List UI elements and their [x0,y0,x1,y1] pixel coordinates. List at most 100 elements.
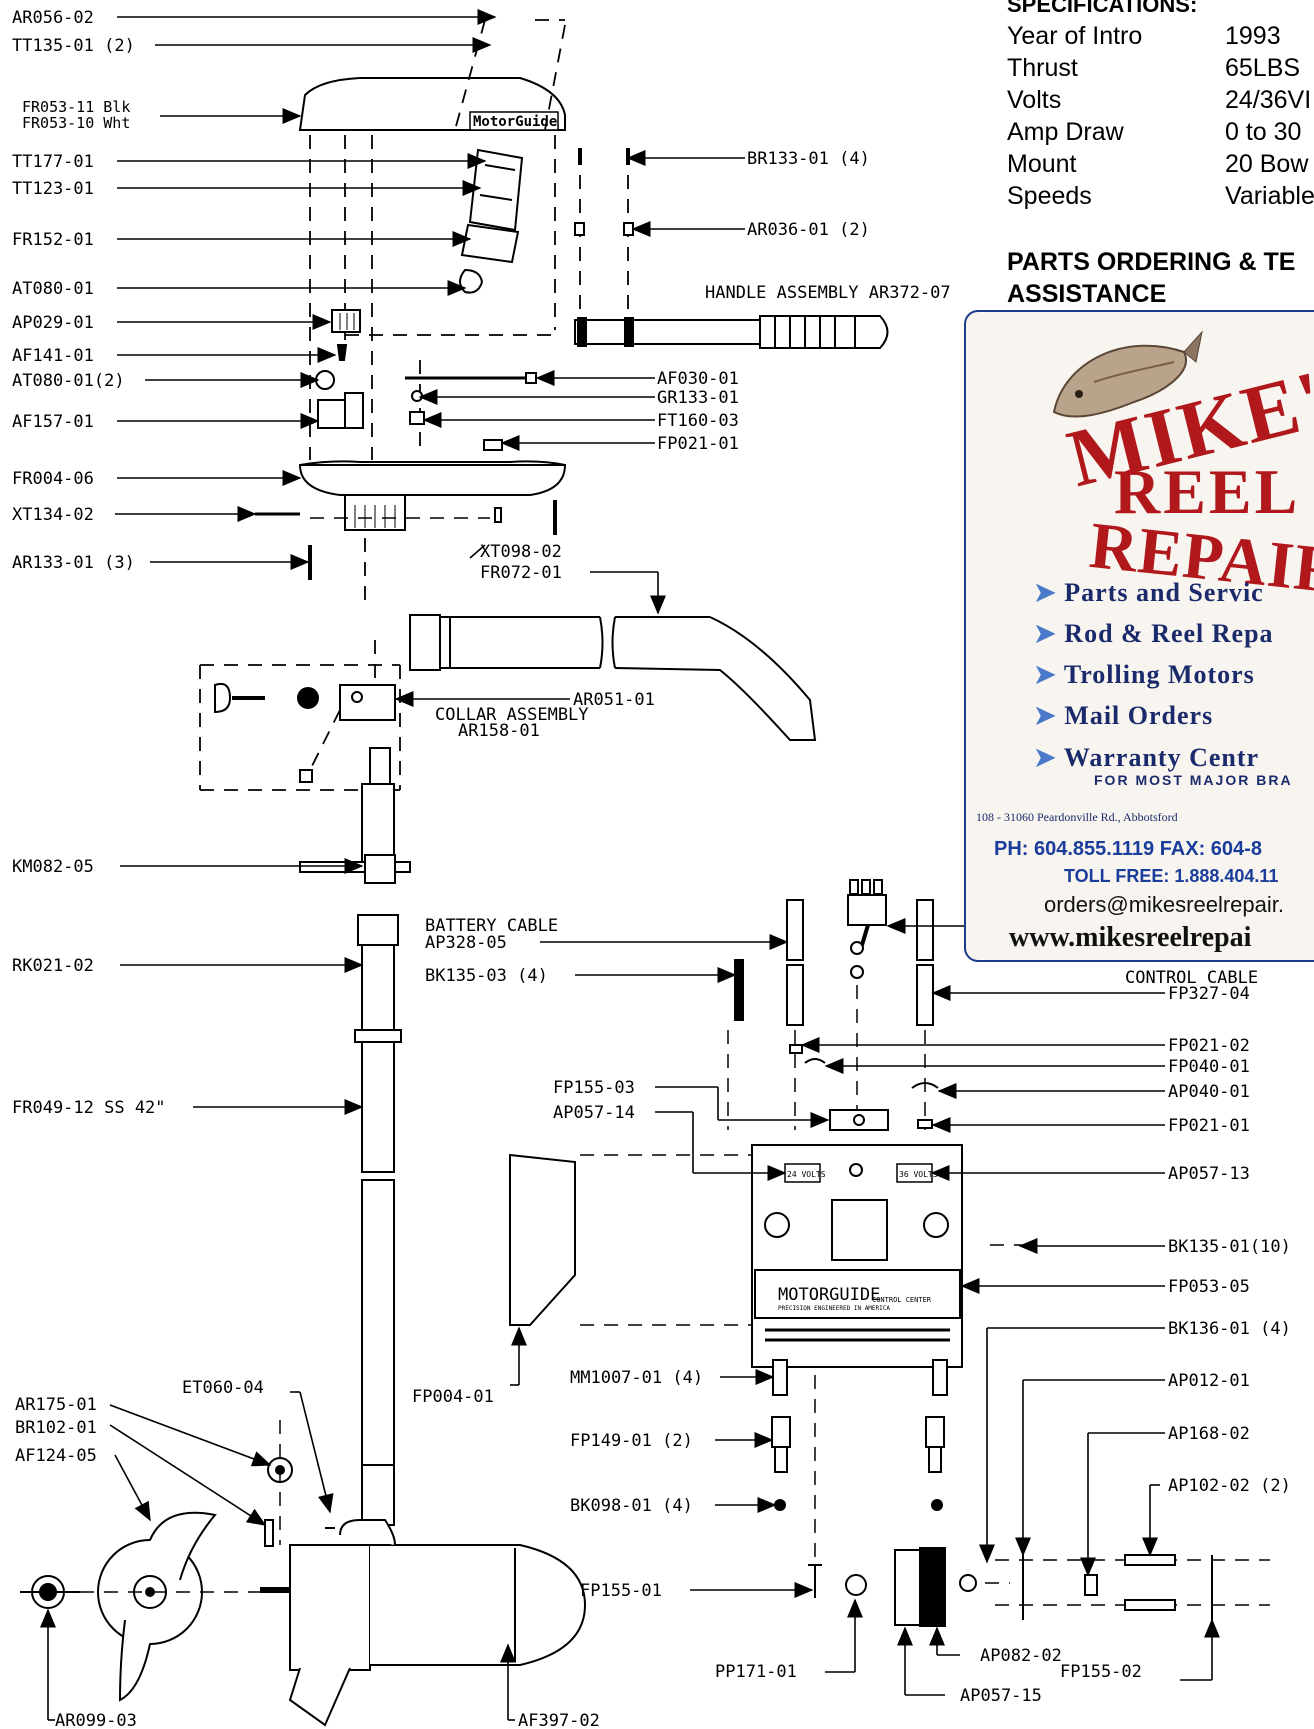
label-af141-01: AF141-01 [12,346,94,366]
label-ap057-14: AP057-14 [553,1103,635,1123]
label-fr072-01: FR072-01 [480,563,562,583]
label-bk098-01: BK098-01 (4) [570,1496,693,1516]
label-fp327-04: FP327-04 [1168,984,1250,1004]
control-cable [916,899,934,961]
parts-ordering-title: PARTS ORDERING & TE [1007,248,1296,276]
label-fr152-01: FR152-01 [12,230,94,250]
label-fp021-01-top: FP021-01 [657,434,739,454]
cover-assembly [298,77,566,131]
label-fp155-01: FP155-01 [580,1581,662,1601]
label-ap029-01: AP029-01 [12,313,94,333]
fish-bullet-icon: ➤ [1034,619,1065,648]
spec-value-mount: 20 Bow [1225,150,1309,178]
shaft [299,747,411,1526]
label-br102-01: BR102-01 [15,1418,97,1438]
label-fp155-02: FP155-02 [1060,1662,1142,1682]
spec-label-year: Year of Intro [1007,22,1143,50]
ad-service-label: Parts and Servic [1064,578,1264,607]
ad-service-note: FOR MOST MAJOR BRA [1094,772,1293,788]
ad-service-label: Rod & Reel Repa [1064,619,1274,648]
dashed-guides [199,19,629,791]
fish-bullet-icon: ➤ [1034,701,1065,730]
volts-24-label: 24 VOLTS [787,1170,826,1179]
label-et060-04: ET060-04 [182,1378,264,1398]
side-panel [509,1153,576,1326]
motorguide-plate: MOTORGUIDE [778,1285,880,1305]
label-tt123-01: TT123-01 [12,179,94,199]
label-gr133-01: GR133-01 [657,388,739,408]
label-ar175-01: AR175-01 [15,1395,97,1415]
ad-service-item: ➤ Trolling Motors [1034,660,1255,690]
label-af030-01: AF030-01 [657,369,739,389]
spec-value-volts: 24/36VI [1225,86,1312,114]
label-br133-01: BR133-01 (4) [747,149,870,169]
ad-email: orders@mikesreelrepair. [1044,892,1284,917]
label-ap102-02: AP102-02 (2) [1168,1476,1291,1496]
label-fp155-03: FP155-03 [553,1078,635,1098]
steering-motor [459,148,524,294]
collar-assembly [214,682,396,783]
ad-website: www.mikesreelrepai [1009,922,1252,953]
label-af397-02: AF397-02 [518,1711,600,1729]
control-box [751,1144,963,1368]
motorguide-logo: MotorGuide [473,114,557,130]
label-bk136-01: BK136-01 (4) [1168,1319,1291,1339]
label-km082-05: KM082-05 [12,857,94,877]
label-bk135-01: BK135-01(10) [1168,1237,1291,1257]
fish-bullet-icon: ➤ [1034,578,1065,607]
label-ar056-02: AR056-02 [12,8,94,28]
parts-ordering-subtitle: ASSISTANCE [1007,280,1167,308]
label-af157-01: AF157-01 [12,412,94,432]
spec-label-mount: Mount [1007,150,1077,178]
label-control-cable: CONTROL CABLE [1125,968,1258,988]
leader-lines [40,9,1220,1721]
lower-unit [260,1519,587,1727]
label-handle-assembly: HANDLE ASSEMBLY AR372-07 [705,283,951,303]
spec-label-speeds: Speeds [1007,182,1092,210]
ap029-part [331,309,361,333]
plate-sub: PRECISION ENGINEERED IN AMERICA [778,1305,890,1312]
label-xt134-02: XT134-02 [12,505,94,525]
ad-title-reel: REEL [1114,456,1301,527]
label-fr049-12: FR049-12 SS 42" [12,1098,166,1118]
label-fr004-06: FR004-06 [12,469,94,489]
battery-cable [786,899,804,961]
guide-tube [409,614,817,741]
label-fp149-01: FP149-01 (2) [570,1431,693,1451]
label-tt135-01: TT135-01 (2) [12,36,135,56]
ad-service-item: ➤ Mail Orders [1034,701,1213,731]
label-ap057-15: AP057-15 [960,1686,1042,1706]
label-ap328-05: AP328-05 [425,933,507,953]
label-rk021-02: RK021-02 [12,956,94,976]
toggle-switch [847,879,887,979]
label-fp021-02: FP021-02 [1168,1036,1250,1056]
label-fp040-01: FP040-01 [1168,1057,1250,1077]
label-ap168-02: AP168-02 [1168,1424,1250,1444]
plate-sub2: CONTROL CENTER [872,1296,932,1304]
propeller [20,1420,335,1702]
ad-service-item: ➤ Parts and Servic [1034,578,1264,608]
label-ft160-03: FT160-03 [657,411,739,431]
handle-assembly [574,315,889,349]
spec-value-amp-draw: 0 to 30 [1225,118,1302,146]
fish-logo-icon [1052,330,1203,418]
fish-bullet-icon: ➤ [1034,660,1064,689]
label-ap082-02: AP082-02 [980,1646,1062,1666]
label-mm1007-01: MM1007-01 (4) [570,1368,703,1388]
label-xt098-02: XT098-02 [480,542,562,562]
label-fp004-01: FP004-01 [412,1387,494,1407]
label-collar-assembly: COLLAR ASSEMBLY [435,705,589,725]
specifications-title: SPECIFICATIONS: [1007,0,1198,17]
ad-tollfree: TOLL FREE: 1.888.404.11 [1064,866,1279,886]
label-pp171-01: PP171-01 [715,1662,797,1682]
label-fp053-05: FP053-05 [1168,1277,1250,1297]
ad-service-label: Mail Orders [1064,701,1214,730]
label-fr053-11: FR053-11 Blk [22,98,130,116]
spec-label-amp-draw: Amp Draw [1007,118,1124,146]
label-ar099-03: AR099-03 [55,1711,137,1729]
label-tt177-01: TT177-01 [12,152,94,172]
ad-service-item: ➤ Warranty Centr [1034,743,1259,773]
ad-service-label: Trolling Motors [1063,660,1255,689]
label-ap057-13: AP057-13 [1168,1164,1250,1184]
